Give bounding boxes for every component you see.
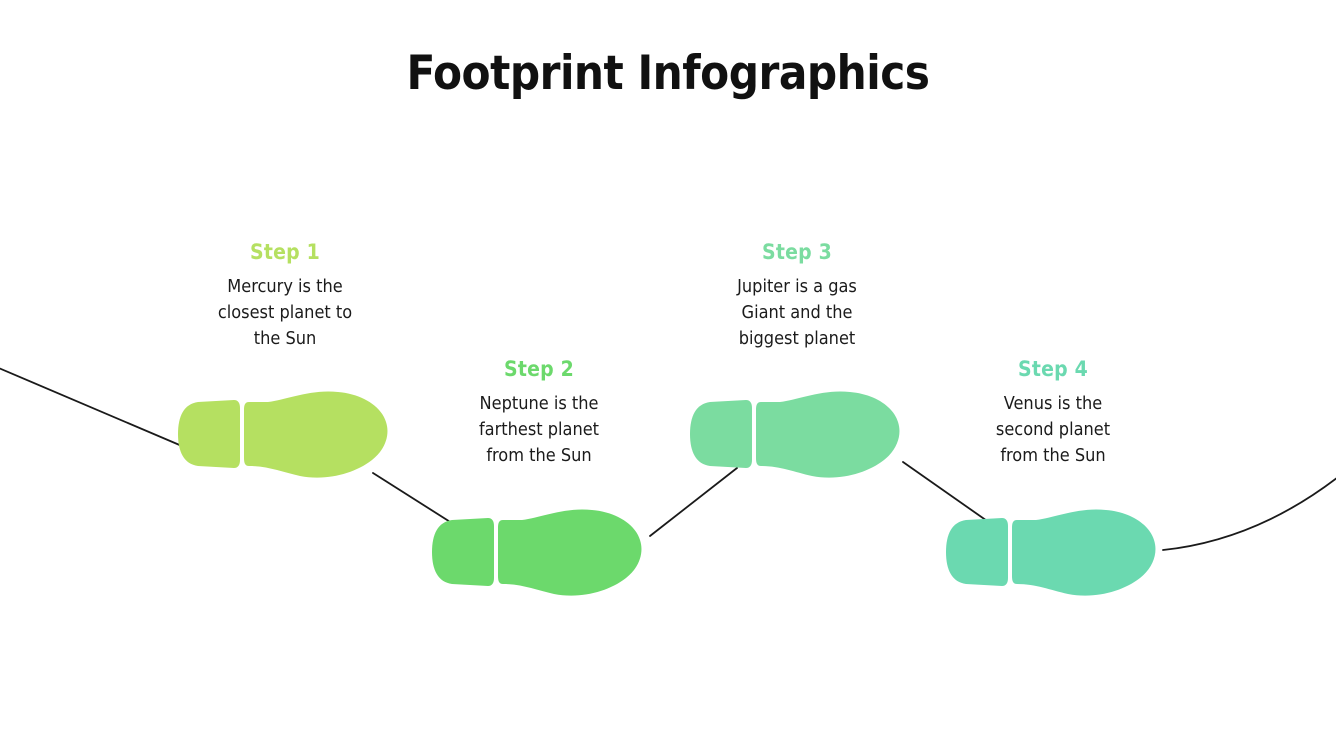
step-heading-3: Step 3 [762,240,832,264]
step-body-line: Jupiter is a gas [737,276,857,298]
connector-step2-step3 [649,467,738,537]
step-heading-1: Step 1 [250,240,320,264]
step-body-line: closest planet to [217,302,353,324]
step-heading-2: Step 2 [504,357,574,381]
footprint-shape-step-4[interactable] [944,508,1159,596]
footprint-sole-path [244,391,388,478]
step-block-3[interactable]: Step 3 Jupiter is a gas Giant and the bi… [682,240,912,352]
footprint-sole-path [1012,509,1156,596]
footprint-shape-step-3[interactable] [688,390,903,478]
step-body-4: Venus is the second planet from the Sun [938,391,1168,469]
step-body-line: biggest planet [738,328,856,350]
step-body-line: Giant and the [741,302,853,324]
connector-exit-right [1162,477,1336,551]
step-body-2: Neptune is the farthest planet from the … [424,391,654,469]
footprint-heel-path [946,518,1008,586]
footprint-sole-path [756,391,900,478]
footprint-icon [178,391,388,478]
step-body-line: the Sun [253,328,317,350]
footprint-icon [432,509,642,596]
step-heading-4: Step 4 [1018,357,1088,381]
footprint-heel-path [690,400,752,468]
step-body-3: Jupiter is a gas Giant and the biggest p… [682,274,912,352]
step-body-1: Mercury is the closest planet to the Sun [170,274,400,352]
footprint-icon [946,509,1156,596]
footprint-heel-path [178,400,240,468]
footprint-shape-step-1[interactable] [176,390,391,478]
step-body-line: second planet [995,419,1111,441]
footprint-heel-path [432,518,494,586]
step-body-line: farthest planet [478,419,600,441]
step-block-4[interactable]: Step 4 Venus is the second planet from t… [938,357,1168,469]
step-block-1[interactable]: Step 1 Mercury is the closest planet to … [170,240,400,352]
step-block-2[interactable]: Step 2 Neptune is the farthest planet fr… [424,357,654,469]
step-body-line: from the Sun [1000,445,1106,467]
step-body-line: Mercury is the [227,276,343,298]
step-body-line: from the Sun [486,445,592,467]
connector-entry-left [0,367,197,453]
page-title: Footprint Infographics [406,46,930,101]
footprint-sole-path [498,509,642,596]
step-body-line: Venus is the [1003,393,1103,415]
footprint-icon [690,391,900,478]
step-body-line: Neptune is the [479,393,599,415]
footprint-shape-step-2[interactable] [430,508,645,596]
